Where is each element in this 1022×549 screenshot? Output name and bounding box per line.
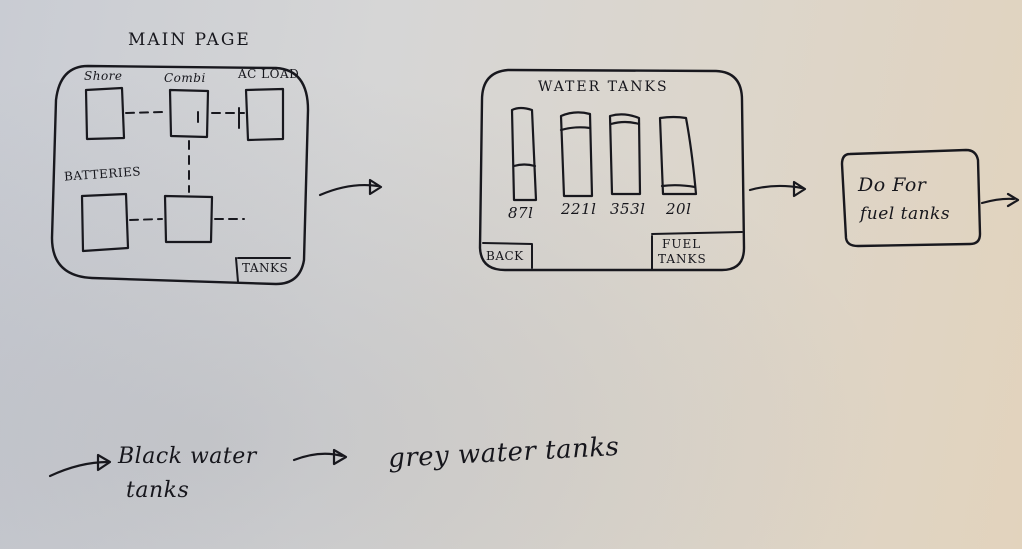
main-page-frame [50, 64, 310, 286]
back-button[interactable]: BACK [486, 249, 524, 263]
water-tanks-frame [478, 68, 746, 272]
black-water-line2: tanks [126, 478, 190, 503]
arrow-fuel-onward [980, 197, 1016, 205]
tank-1-label: 87l [508, 204, 534, 222]
arrow-water-to-fuel [748, 184, 804, 192]
combi-label: Combi [164, 71, 206, 85]
arrow-main-to-water [318, 183, 380, 197]
fuel-note-line2: fuel tanks [860, 204, 951, 224]
battery-box [80, 192, 130, 253]
tank-1-level [512, 163, 537, 168]
inverter-box [163, 194, 214, 244]
tank-4-level [660, 184, 697, 189]
ac-load-label: AC LOAD [238, 67, 300, 81]
fuel-note-frame [840, 148, 982, 248]
fuel-button-line2: TANKS [658, 252, 707, 266]
tank-2-level [559, 126, 592, 132]
tank-3-outline [608, 113, 642, 196]
shore-box [84, 86, 126, 141]
fuel-button-line1: FUEL [662, 237, 702, 251]
tank-4-outline [658, 115, 698, 196]
tank-3-level [609, 120, 641, 126]
tank-2-label: 221l [561, 200, 597, 218]
tank-4-label: 20l [666, 200, 692, 218]
main-tanks-button-frame [235, 257, 291, 283]
fuel-button-frame [651, 231, 743, 271]
black-water-line1: Black water [118, 444, 257, 469]
shore-combi-link [125, 111, 165, 114]
battery-inverter-link [129, 218, 163, 221]
shore-label: Shore [84, 69, 123, 83]
fuel-tanks-button[interactable]: FUEL TANKS [658, 238, 707, 266]
main-page-title: MAIN PAGE [128, 30, 251, 50]
water-tanks-title: WATER TANKS [538, 79, 669, 95]
tank-3-label: 353l [610, 200, 646, 218]
arrow-black-water [48, 460, 110, 478]
tank-2-outline [559, 111, 594, 198]
arrow-grey-water [292, 452, 344, 462]
combi-box [168, 88, 210, 139]
ac-load-box [244, 87, 285, 142]
main-tanks-button[interactable]: TANKS [242, 261, 289, 275]
tank-1-outline [510, 106, 538, 202]
back-button-frame [482, 242, 533, 269]
fuel-note-line1: Do For [858, 174, 927, 196]
